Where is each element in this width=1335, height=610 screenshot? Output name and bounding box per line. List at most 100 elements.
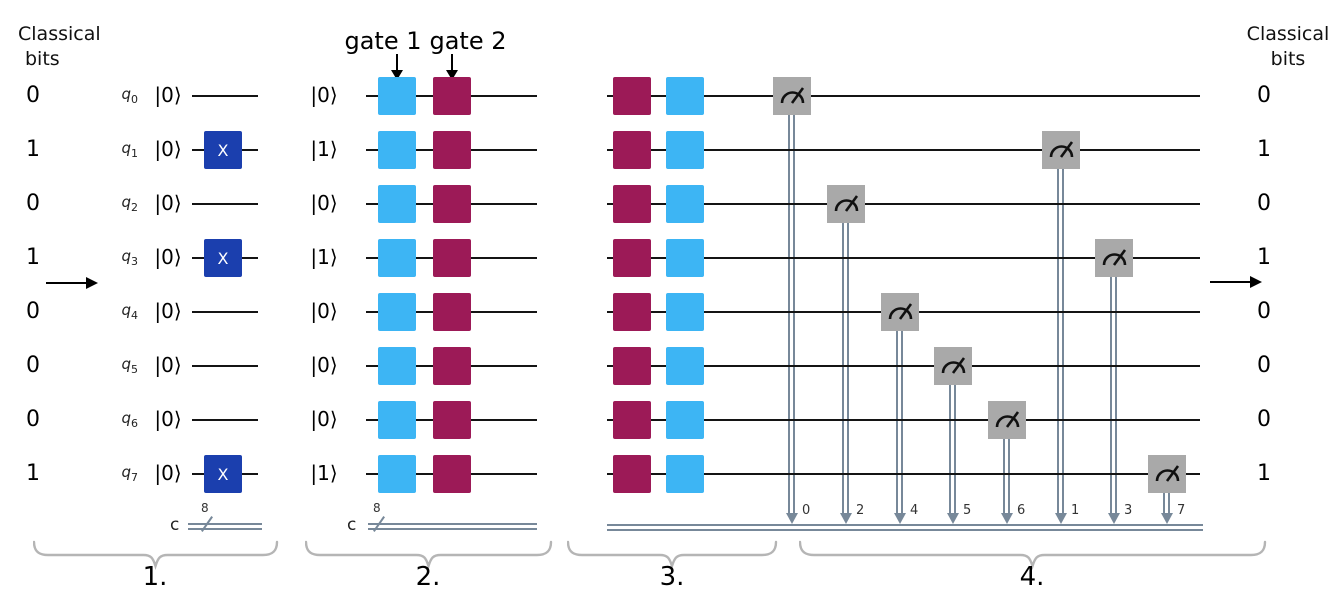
clbit-label-q1: 1 bbox=[1071, 503, 1080, 518]
clbit-label-q5: 5 bbox=[963, 503, 972, 518]
right-bit-q7: 1 bbox=[1257, 461, 1271, 486]
classical-bits-header-left: Classical bits bbox=[18, 22, 101, 72]
meter-icon bbox=[941, 357, 966, 374]
meter-icon bbox=[995, 411, 1020, 428]
qubit-label-q4: q4 bbox=[104, 301, 138, 322]
gate1-box-q1 bbox=[378, 131, 416, 169]
left-bit-q7: 1 bbox=[26, 461, 40, 486]
gate1-box-s3-q4 bbox=[666, 293, 704, 331]
clbit-label-q7: 7 bbox=[1177, 503, 1186, 518]
ket-mid-q7: |1⟩ bbox=[310, 461, 338, 485]
cwire-vertical-q0 bbox=[788, 115, 795, 514]
x-gate-q1: X bbox=[204, 131, 242, 169]
creg-label-s2: c bbox=[347, 515, 357, 535]
wire-s34-q3 bbox=[607, 257, 1200, 259]
qubit-name: q bbox=[121, 409, 131, 427]
qubit-name: q bbox=[121, 247, 131, 265]
ket-mid-q2: |0⟩ bbox=[310, 191, 338, 215]
meter-icon bbox=[1049, 141, 1074, 158]
qubit-name: q bbox=[121, 85, 131, 103]
creg-line-s1 bbox=[188, 523, 262, 530]
qubit-sub: 2 bbox=[131, 201, 138, 214]
gate2-box-q2 bbox=[433, 185, 471, 223]
left-bit-q1: 1 bbox=[26, 137, 40, 162]
cwire-arrowhead-q0 bbox=[786, 513, 798, 524]
creg-label-s1: c bbox=[170, 515, 180, 535]
ket-mid-q4: |0⟩ bbox=[310, 299, 338, 323]
qubit-label-q5: q5 bbox=[104, 355, 138, 376]
measure-gate-q4 bbox=[881, 293, 919, 331]
brace-section2-icon bbox=[305, 540, 553, 570]
gate1-box-s3-q3 bbox=[666, 239, 704, 277]
measure-gate-q0 bbox=[773, 77, 811, 115]
gate2-box-q0 bbox=[433, 77, 471, 115]
measure-gate-q2 bbox=[827, 185, 865, 223]
gate1-box-s3-q7 bbox=[666, 455, 704, 493]
meter-icon bbox=[888, 303, 913, 320]
classical-bits-header-right: Classical bits bbox=[1243, 22, 1333, 72]
left-bit-q4: 0 bbox=[26, 299, 40, 324]
qubit-sub: 1 bbox=[131, 147, 138, 160]
gate2-box-s3-q5 bbox=[613, 347, 651, 385]
ket-in-q1: |0⟩ bbox=[154, 137, 182, 161]
gate1-box-q0 bbox=[378, 77, 416, 115]
ket-mid-q5: |0⟩ bbox=[310, 353, 338, 377]
gate2-box-q7 bbox=[433, 455, 471, 493]
gate1-label: gate 1 bbox=[344, 27, 422, 55]
wire-s1-q4 bbox=[192, 311, 258, 313]
qubit-sub: 3 bbox=[131, 255, 138, 268]
bus-width-s2: 8 bbox=[373, 501, 381, 515]
gate2-box-q1 bbox=[433, 131, 471, 169]
left-bit-q5: 0 bbox=[26, 353, 40, 378]
measure-gate-q3 bbox=[1095, 239, 1133, 277]
cwire-arrowhead-q2 bbox=[840, 513, 852, 524]
brace-section1-icon bbox=[33, 540, 279, 570]
bus-width-s1: 8 bbox=[201, 501, 209, 515]
cwire-vertical-q1 bbox=[1057, 169, 1064, 514]
qubit-sub: 4 bbox=[131, 309, 138, 322]
ket-mid-q6: |0⟩ bbox=[310, 407, 338, 431]
right-bit-q6: 0 bbox=[1257, 407, 1271, 432]
gate1-box-q4 bbox=[378, 293, 416, 331]
gate2-box-s3-q0 bbox=[613, 77, 651, 115]
clbit-label-q3: 3 bbox=[1124, 503, 1133, 518]
cwire-arrowhead-q4 bbox=[894, 513, 906, 524]
right-bit-q4: 0 bbox=[1257, 299, 1271, 324]
brace-section4-icon bbox=[799, 540, 1267, 570]
ket-in-q2: |0⟩ bbox=[154, 191, 182, 215]
clbit-label-q4: 4 bbox=[910, 503, 919, 518]
qubit-label-q7: q7 bbox=[104, 463, 138, 484]
gate2-box-s3-q1 bbox=[613, 131, 651, 169]
qubit-sub: 0 bbox=[131, 93, 138, 106]
gate1-box-s3-q5 bbox=[666, 347, 704, 385]
right-bit-q5: 0 bbox=[1257, 353, 1271, 378]
qubit-name: q bbox=[121, 139, 131, 157]
qubit-label-q2: q2 bbox=[104, 193, 138, 214]
ket-mid-q0: |0⟩ bbox=[310, 83, 338, 107]
header-left-line2: bits bbox=[25, 48, 60, 70]
gate1-box-q3 bbox=[378, 239, 416, 277]
gate2-box-s3-q3 bbox=[613, 239, 651, 277]
gate1-box-q6 bbox=[378, 401, 416, 439]
wire-s34-q2 bbox=[607, 203, 1200, 205]
cwire-vertical-q7 bbox=[1163, 493, 1170, 514]
left-bit-q2: 0 bbox=[26, 191, 40, 216]
gate2-box-s3-q7 bbox=[613, 455, 651, 493]
qubit-name: q bbox=[121, 463, 131, 481]
wire-s34-q1 bbox=[607, 149, 1200, 151]
meter-icon bbox=[1102, 249, 1127, 266]
measure-gate-q7 bbox=[1148, 455, 1186, 493]
gate1-box-s3-q2 bbox=[666, 185, 704, 223]
cwire-arrowhead-q7 bbox=[1161, 513, 1173, 524]
meter-icon bbox=[780, 87, 805, 104]
header-left-line1: Classical bbox=[18, 23, 101, 45]
cwire-vertical-q3 bbox=[1110, 277, 1117, 514]
wire-s34-q5 bbox=[607, 365, 1200, 367]
ket-in-q4: |0⟩ bbox=[154, 299, 182, 323]
wire-s1-q0 bbox=[192, 95, 258, 97]
ket-in-q6: |0⟩ bbox=[154, 407, 182, 431]
qubit-label-q6: q6 bbox=[104, 409, 138, 430]
wire-s34-q0 bbox=[607, 95, 1200, 97]
gate1-box-q5 bbox=[378, 347, 416, 385]
gate1-pointer-arrow-icon bbox=[391, 54, 403, 80]
